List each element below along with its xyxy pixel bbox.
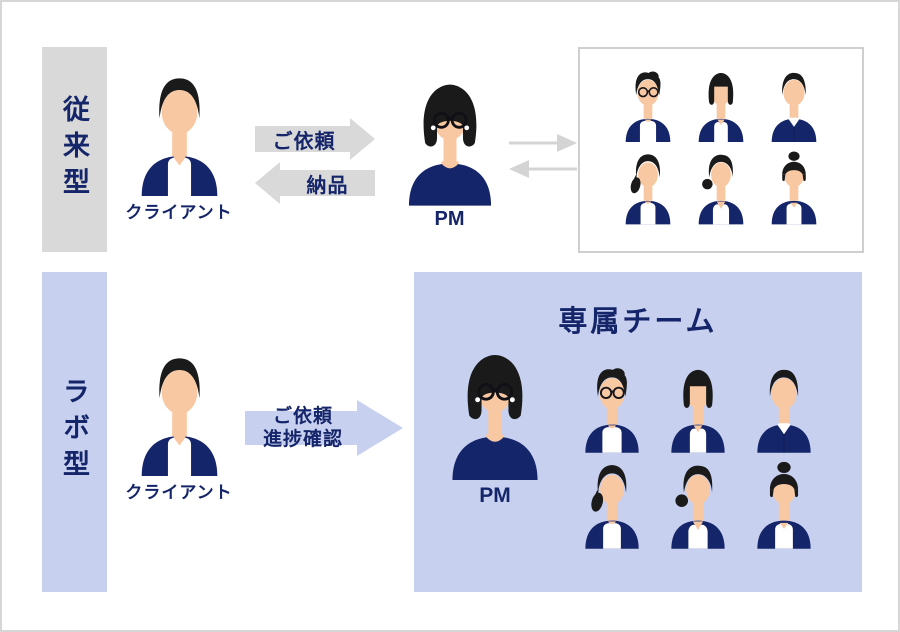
- lab-arrow-line1: ご依頼: [272, 406, 333, 427]
- traditional-row-label: 従来型: [42, 47, 107, 252]
- team-man-round-glasses-avatar: [624, 70, 672, 143]
- team-woman-top-bun-avatar: [771, 151, 817, 225]
- traditional-team-box: [578, 47, 864, 253]
- team-man-collared-shirt-avatar: [756, 369, 812, 453]
- team-row: [548, 460, 848, 549]
- team-row: [617, 68, 825, 143]
- delivery-arrow-icon: [255, 162, 375, 204]
- delivery-arrow-label: 納品: [306, 174, 349, 197]
- traditional-client-label: クライアント: [125, 203, 233, 222]
- team-woman-low-bun-avatar: [671, 465, 725, 549]
- dedicated-team-title: 専属チーム: [558, 306, 718, 338]
- traditional-pm: PM: [392, 76, 507, 231]
- lab-pm: PM: [430, 346, 560, 508]
- lab-arrow-line2: 進捗確認: [262, 429, 343, 450]
- client-man-avatar: [141, 78, 217, 196]
- lab-client: クライアント: [114, 350, 244, 503]
- pm-woman-avatar: [450, 353, 540, 481]
- team-man-collared-shirt-avatar: [771, 72, 817, 143]
- team-row: [617, 150, 825, 225]
- exchange-arrows-icon: [509, 134, 577, 178]
- team-row: [548, 364, 848, 453]
- team-man-round-glasses-avatar: [584, 367, 640, 453]
- lab-team-grid: [548, 364, 848, 549]
- lab-request-arrow-icon: [245, 400, 403, 456]
- pm-woman-avatar: [407, 83, 492, 206]
- lab-row-label: ラボ型: [42, 272, 107, 592]
- lab-arrow-label: ご依頼 進捗確認: [245, 400, 361, 456]
- team-woman-side-ponytail-avatar: [585, 464, 639, 549]
- request-arrow-icon: [255, 118, 375, 160]
- team-woman-top-bun-avatar: [757, 461, 811, 549]
- traditional-pm-label: PM: [434, 207, 465, 230]
- lab-pm-label: PM: [479, 484, 511, 508]
- client-man-avatar: [141, 358, 217, 476]
- team-woman-side-ponytail-avatar: [625, 154, 671, 225]
- request-arrow-label: ご依頼: [272, 130, 336, 153]
- dedicated-team-box: 専属チーム PM: [414, 272, 862, 592]
- traditional-client: クライアント: [114, 70, 244, 223]
- team-woman-low-bun-avatar: [698, 155, 744, 225]
- team-person-center-part-avatar: [698, 72, 744, 143]
- lab-client-label: クライアント: [125, 483, 233, 502]
- team-person-center-part-avatar: [671, 369, 725, 453]
